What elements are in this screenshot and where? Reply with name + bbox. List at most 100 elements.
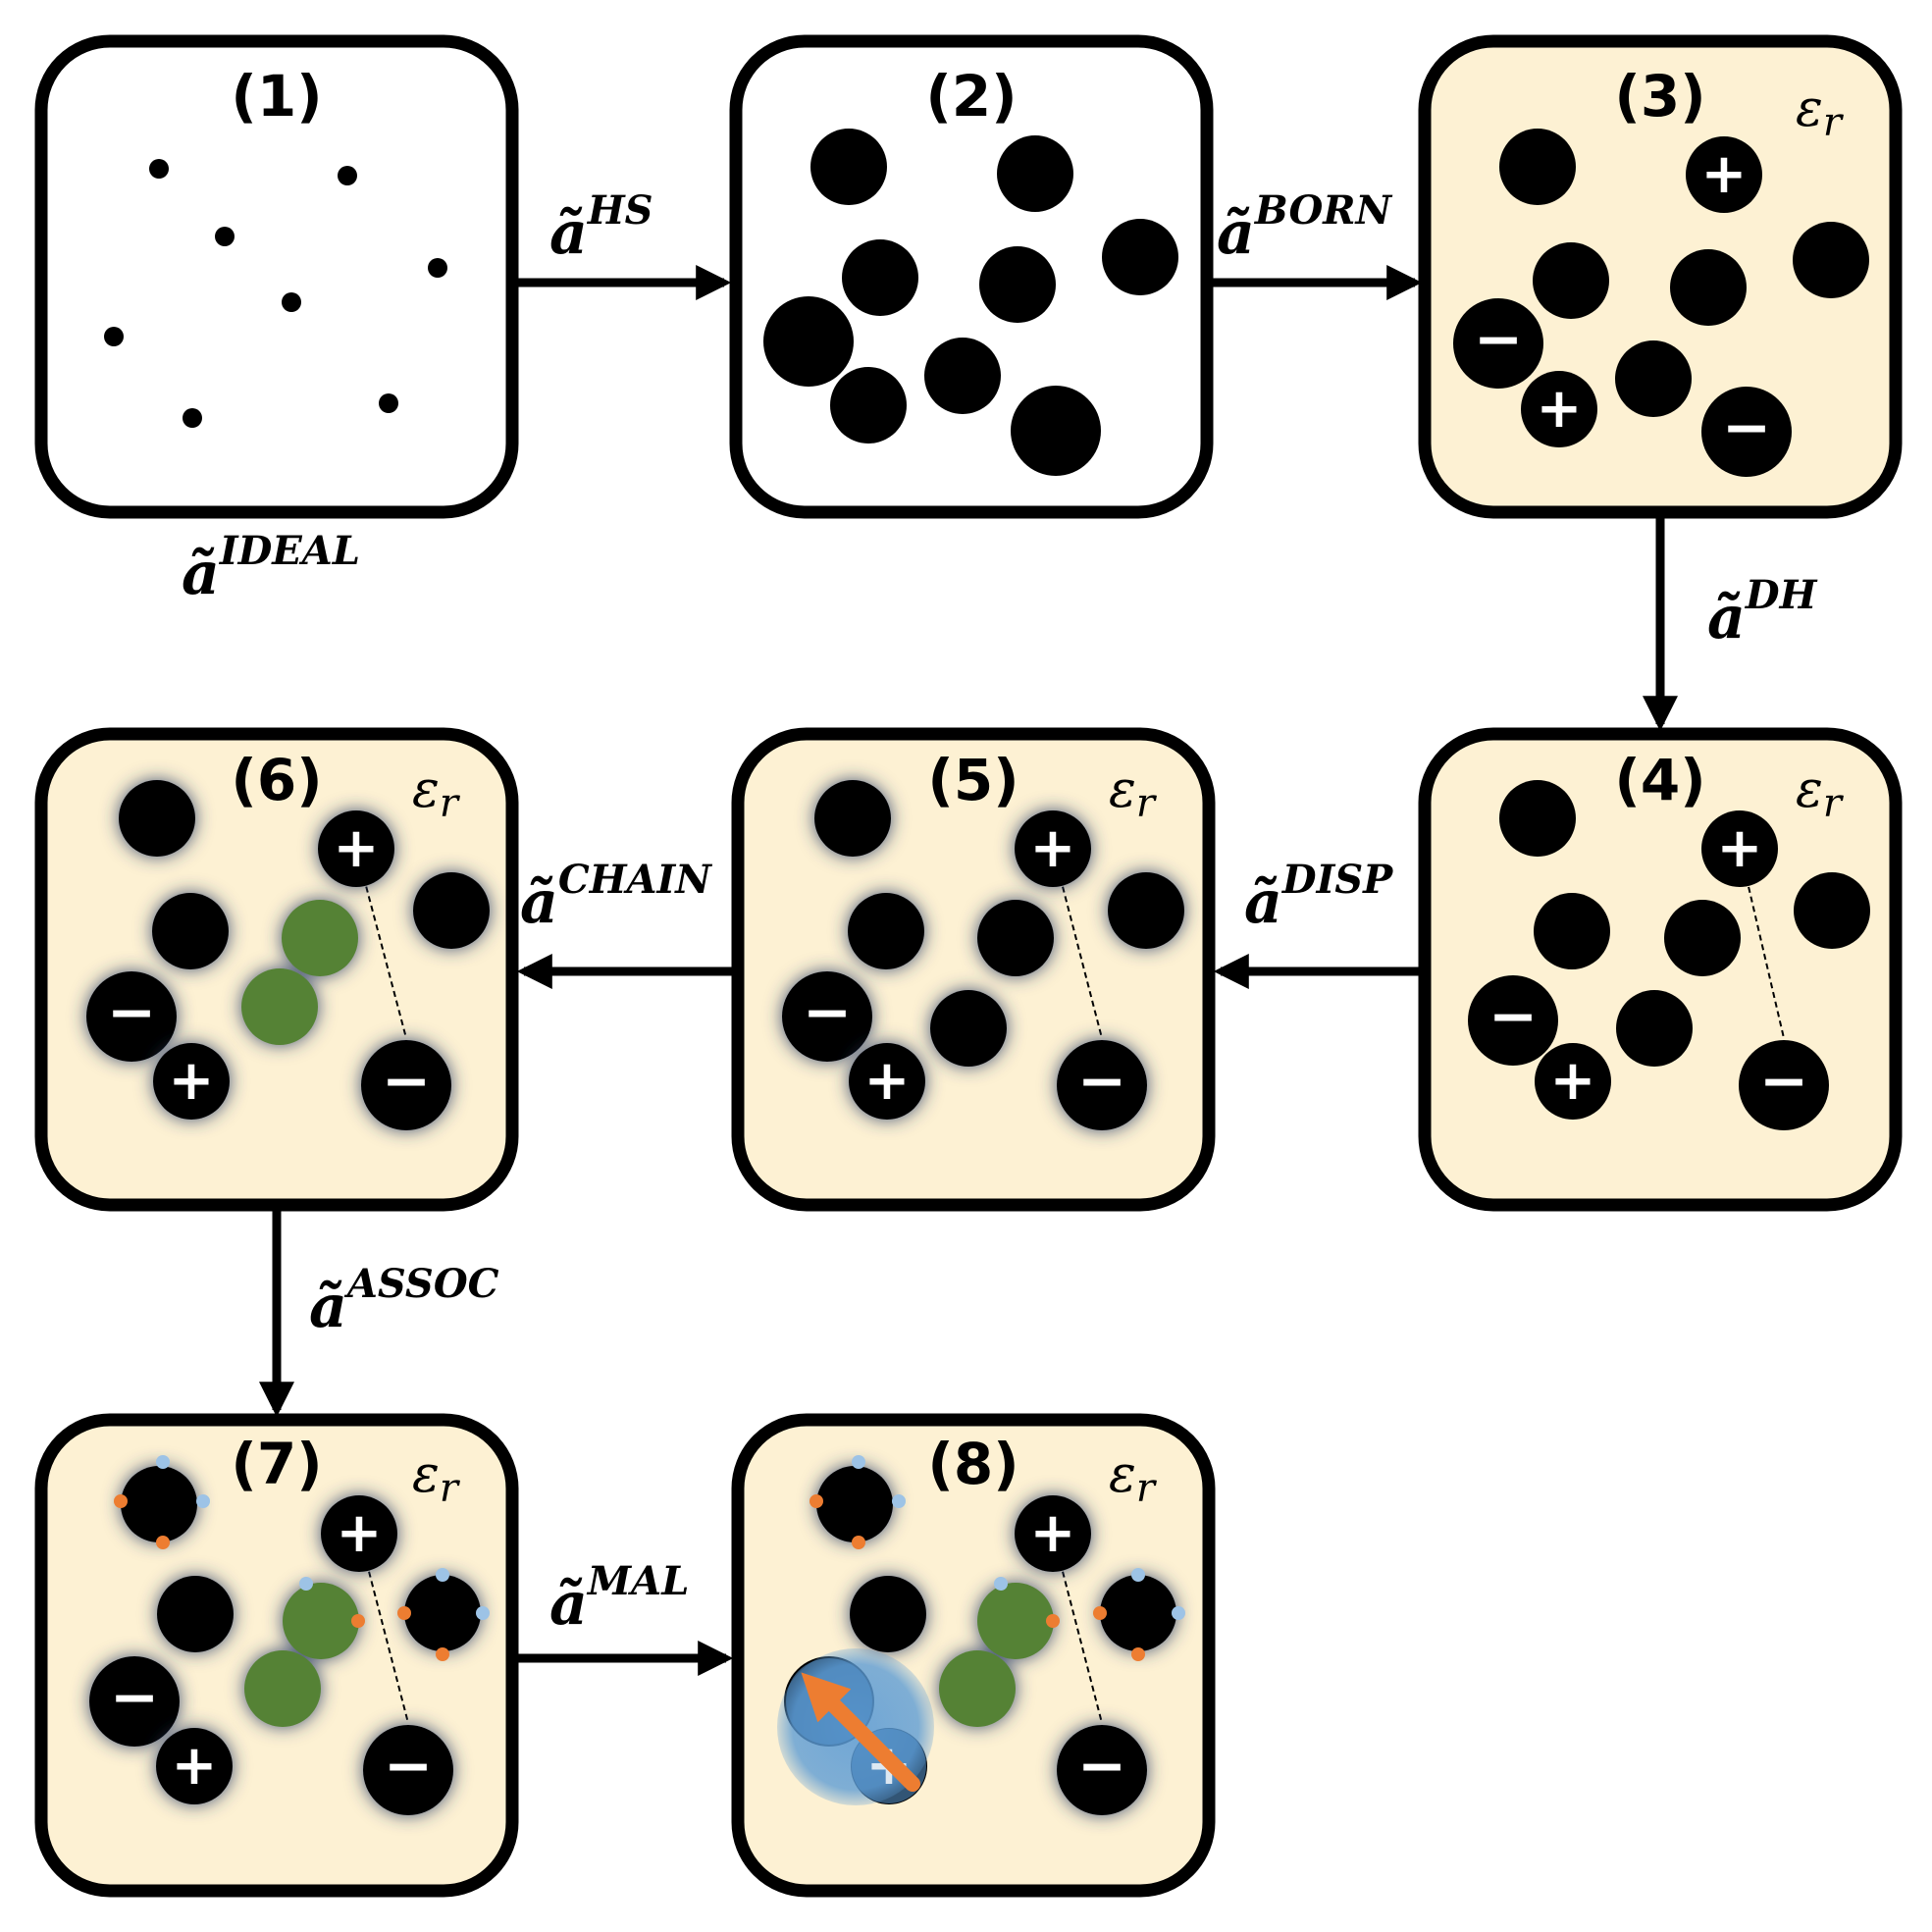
panel-6-permittivity: εr (412, 760, 461, 826)
svg-text:−: − (1077, 1732, 1126, 1801)
svg-text:+: + (864, 1049, 911, 1113)
panel-5: (5) εr + − + − (731, 727, 1216, 1212)
svg-text:−: − (384, 1732, 433, 1801)
ion-plus-4b: + (1535, 1043, 1611, 1120)
term-ideal-base: ã (182, 540, 220, 608)
panel-4-permittivity: εr (1796, 760, 1845, 826)
flow-arrows (259, 265, 1678, 1676)
panel-7-label: (7) (231, 1431, 322, 1497)
site-blue (436, 1568, 449, 1582)
site-orange (1046, 1614, 1060, 1628)
ion-plus-5b: + (849, 1043, 925, 1120)
association-sites-panel-7 (114, 1455, 490, 1661)
site-blue (852, 1455, 865, 1469)
ion-plus-6b: + (153, 1043, 230, 1120)
svg-text:−: − (803, 978, 852, 1047)
site-orange (852, 1536, 865, 1549)
born-particles (1499, 129, 1869, 417)
ion-plus-3a: + (1686, 136, 1762, 213)
term-dh: ãDH (1707, 572, 1818, 653)
chain-molecule (241, 900, 358, 1045)
ion-minus-4b: − (1739, 1040, 1829, 1130)
panel-1-label: (1) (231, 63, 322, 130)
site-blue (299, 1577, 313, 1591)
ion-plus-4a: + (1701, 810, 1778, 887)
svg-text:−: − (1722, 393, 1771, 462)
svg-text:ãIDEAL: ãIDEAL (182, 528, 360, 608)
ion-minus-6a: − (86, 971, 177, 1062)
term-disp: ãDISP (1244, 857, 1394, 937)
svg-text:+: + (337, 1501, 383, 1565)
site-orange (1093, 1606, 1107, 1620)
svg-text:ãMAL: ãMAL (549, 1558, 689, 1639)
site-orange (114, 1494, 128, 1508)
hard-spheres (763, 129, 1178, 476)
term-chain: ãCHAIN (520, 857, 712, 937)
svg-text:−: − (1474, 305, 1523, 374)
site-blue (196, 1494, 210, 1508)
svg-text:ãCHAIN: ãCHAIN (520, 857, 712, 937)
svg-text:+: + (1550, 1049, 1596, 1113)
ion-plus-6a: + (318, 810, 394, 887)
svg-text:+: + (169, 1049, 215, 1113)
panel-7-permittivity: εr (412, 1445, 461, 1511)
ion-plus-3b: + (1521, 371, 1597, 447)
site-orange (397, 1606, 411, 1620)
disp-particles (814, 780, 1184, 1067)
panel-6-label: (6) (231, 747, 322, 813)
svg-text:+: + (1717, 816, 1763, 880)
ion-minus-5a: − (782, 971, 872, 1062)
panel-2: (2) (729, 34, 1214, 519)
ion-minus-4a: − (1468, 975, 1558, 1066)
site-blue (156, 1455, 170, 1469)
ion-minus-3b: − (1701, 387, 1792, 477)
svg-text:+: + (1701, 142, 1748, 206)
assoc-particles (121, 1466, 481, 1652)
ion-minus-7b: − (363, 1725, 453, 1815)
chain-particles (119, 780, 490, 969)
svg-text:+: + (1030, 816, 1076, 880)
panel-8-label: (8) (927, 1431, 1018, 1497)
ion-minus-3a: − (1453, 298, 1543, 389)
site-blue (1172, 1606, 1185, 1620)
svg-text:+: + (334, 816, 380, 880)
svg-text:+: + (1030, 1501, 1076, 1565)
ion-minus-8b: − (1057, 1725, 1147, 1815)
mal-chain-molecule (939, 1583, 1054, 1727)
site-orange (436, 1647, 449, 1661)
panel-7: (7) εr + − (34, 1413, 519, 1898)
svg-text:+: + (1537, 377, 1583, 441)
svg-text:ãASSOC: ãASSOC (309, 1261, 499, 1341)
ion-plus-7b: + (156, 1728, 233, 1804)
panel-3-permittivity: εr (1796, 79, 1845, 145)
panel-6: (6) εr + − + − (34, 727, 519, 1212)
site-blue (892, 1494, 906, 1508)
epsilon-subscript: r (1823, 100, 1845, 145)
site-blue (994, 1577, 1008, 1591)
association-sites-panel-8 (809, 1455, 1185, 1661)
svg-text:ãDH: ãDH (1707, 572, 1818, 653)
site-orange (351, 1614, 365, 1628)
ion-plus-8a: + (1015, 1495, 1091, 1572)
panel-4: (4) εr + − + − (1418, 727, 1903, 1212)
panel-4-label: (4) (1614, 747, 1705, 813)
svg-text:ãBORN: ãBORN (1217, 187, 1393, 268)
panel-3: (3) εr + − + − (1418, 34, 1903, 519)
svg-text:−: − (1488, 982, 1538, 1051)
svg-text:ãHS: ãHS (549, 187, 653, 268)
site-blue (476, 1606, 490, 1620)
svg-text:−: − (1077, 1047, 1126, 1116)
panel-1: (1) (34, 34, 519, 519)
panel-8: (8) εr + − (731, 1413, 1216, 1898)
panel-3-label: (3) (1614, 63, 1705, 130)
ion-minus-6b: − (361, 1040, 451, 1130)
ion-plus-7a: + (321, 1495, 397, 1572)
term-ideal: ãIDEAL (182, 528, 360, 608)
term-hs: ãHS (549, 187, 653, 268)
svg-text:−: − (1759, 1047, 1808, 1116)
panel-5-permittivity: εr (1109, 760, 1158, 826)
ion-plus-5a: + (1015, 810, 1091, 887)
site-orange (809, 1494, 823, 1508)
panel-2-label: (2) (925, 63, 1017, 130)
